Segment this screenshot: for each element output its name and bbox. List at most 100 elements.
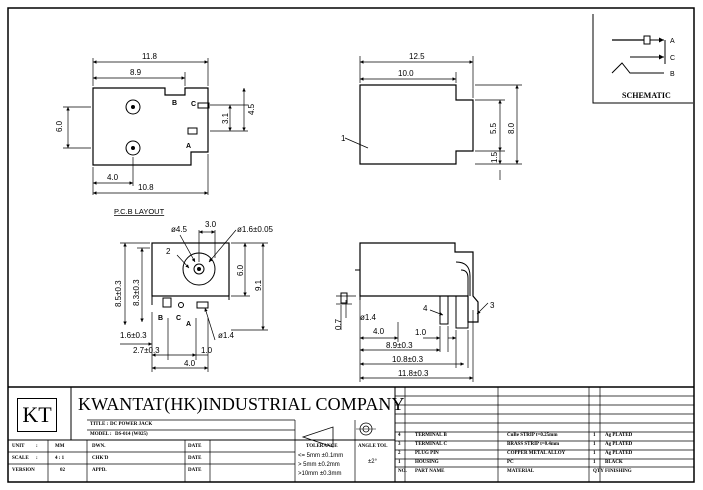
front-callout-4: 4 (423, 304, 428, 313)
bom-row-2-finish: Ag PLATED (605, 451, 633, 456)
bom-row-4-finish: Ag PLATED (605, 433, 633, 438)
schematic-title: SCHEMATIC (622, 91, 671, 100)
tolerance-line-3: >10mm ±0.3mm (298, 471, 342, 477)
bom-row-4-part: TERMINAL B (415, 433, 447, 438)
company-logo: KT (17, 398, 57, 432)
top-dim-pin-b: 3.1 (221, 112, 230, 124)
scale-value: 4 : 1 (55, 456, 65, 461)
top-label-b: B (172, 100, 177, 107)
version-label: VERSION (12, 468, 35, 473)
model-label: MODEL : (90, 432, 112, 437)
front-dim-118: 11.8±0.3 (398, 369, 429, 378)
side-view (344, 56, 522, 180)
tolerance-line-2: > 5mm ±0.2mm (298, 462, 340, 468)
front-callout-3: 3 (490, 301, 495, 310)
side-dim-inner: 10.0 (398, 69, 414, 78)
bom-row-2-qty: 1 (593, 451, 596, 456)
pcb-dim-right: 9.1 (254, 279, 263, 291)
schematic-pin-c: C (670, 55, 675, 62)
bom-row-1-material: PC (507, 460, 514, 465)
schematic: A C B SCHEMATIC (592, 14, 693, 104)
appd-label: APPD. (92, 468, 107, 473)
bom-row-2-no: 2 (398, 451, 401, 456)
title-label: TITLE : (90, 422, 109, 427)
front-dim-40: 4.0 (373, 327, 385, 336)
pcb-label-a: A (186, 321, 191, 328)
pcb-label-c: C (176, 315, 181, 322)
angle-tol-value: ±2° (368, 459, 378, 465)
pcb-dim-c: 1.0 (201, 346, 213, 355)
dwn-label: DWN. (92, 444, 106, 449)
scale-label: SCALE (12, 456, 29, 461)
bom-header-finish: FINISHING (605, 469, 632, 474)
version-value: 02 (60, 468, 65, 473)
pcb-dim-d: 4.0 (184, 359, 196, 368)
top-dim-bottom: 10.8 (138, 183, 154, 192)
bom-header-material: MATERIAL (507, 469, 535, 474)
top-dim-overall: 11.8 (142, 52, 158, 61)
model-value: DS-014 (W025) (115, 432, 148, 437)
tolerance-label: TOLERANCE (306, 444, 338, 449)
bom-row-2-part: PLUG PIN (415, 451, 439, 456)
pcb-dim-top: 3.0 (205, 220, 217, 229)
pcb-dim-h2: 8.3±0.3 (132, 279, 141, 306)
top-dim-side: 4.5 (247, 103, 256, 115)
bom-row-3-part: TERMINAL C (415, 442, 448, 447)
date-label-2: DATE (188, 456, 202, 461)
date-label-3: DATE (188, 468, 202, 473)
pcb-dim-h1: 8.5±0.3 (114, 280, 123, 307)
bom-row-1-part: HOUSING (415, 460, 439, 465)
bom-header-part: PART NAME (415, 469, 445, 474)
bom-row-4-material: CuBe STRIP t=0.25mm (507, 433, 558, 438)
bom-row-4-no: 4 (398, 433, 401, 438)
title-block-grid (8, 386, 694, 482)
bom-row-3-qty: 1 (593, 442, 596, 447)
bom-row-3-no: 3 (398, 442, 401, 447)
side-dim-low: 1.5 (490, 151, 499, 163)
top-view (63, 58, 248, 195)
front-view (336, 242, 489, 382)
front-dim-89: 8.9±0.3 (386, 341, 413, 350)
unit-label: UNIT (12, 444, 25, 449)
side-dim-overall: 12.5 (409, 52, 425, 61)
sheet-border (7, 7, 695, 483)
front-dim-10: 1.0 (415, 328, 427, 337)
top-dim-height: 6.0 (55, 120, 64, 132)
side-dim-height: 8.0 (507, 122, 516, 134)
tolerance-line-1: <= 5mm ±0.1mm (298, 453, 344, 459)
bom-row-3-finish: Ag PLATED (605, 442, 633, 447)
pcb-dim-a: 1.6±0.3 (120, 331, 147, 340)
bom-row-3-material: BRASS STRIP t=0.4mm (507, 442, 560, 447)
chkd-label: CHK'D (92, 456, 109, 461)
bom-row-1-finish: BLACK (605, 460, 623, 465)
angle-tol-label: ANGLE TOL (358, 444, 388, 449)
bom-row-2-material: COPPER METAL ALLOY (507, 451, 566, 456)
schematic-pin-a: A (670, 38, 675, 45)
title-value: DC POWER JACK (110, 422, 153, 427)
bom-header-qty: QTY (593, 469, 604, 474)
top-label-a: A (186, 143, 191, 150)
top-label-c: C (191, 101, 196, 108)
front-dim-07: 0.7 (334, 318, 343, 330)
pcb-dia-pin: ø1.4 (218, 331, 235, 340)
pcb-label-b: B (158, 315, 163, 322)
unit-value: MM (55, 444, 65, 449)
pcb-callout-2: 2 (166, 247, 171, 256)
side-callout-1: 1 (341, 134, 346, 143)
pcb-title: P.C.B LAYOUT (114, 207, 165, 216)
top-dim-left: 4.0 (107, 173, 119, 182)
bom-row-1-qty: 1 (593, 460, 596, 465)
pcb-dim-mid: 6.0 (236, 264, 245, 276)
top-dim-inner: 8.9 (130, 68, 142, 77)
bom-row-4-qty: 1 (593, 433, 596, 438)
pcb-layout (120, 229, 268, 372)
bom-row-1-no: 1 (398, 460, 401, 465)
pcb-dim-b: 2.7±0.3 (133, 346, 160, 355)
front-dia-pin: ø1.4 (360, 313, 377, 322)
pcb-dia-small: ø1.6±0.05 (237, 225, 274, 234)
bom-header-no: NO. (398, 469, 407, 474)
schematic-pin-b: B (670, 71, 675, 78)
company-name: KWANTAT(HK)INDUSTRIAL COMPANY (78, 394, 405, 414)
side-dim-mid: 5.5 (489, 122, 498, 134)
